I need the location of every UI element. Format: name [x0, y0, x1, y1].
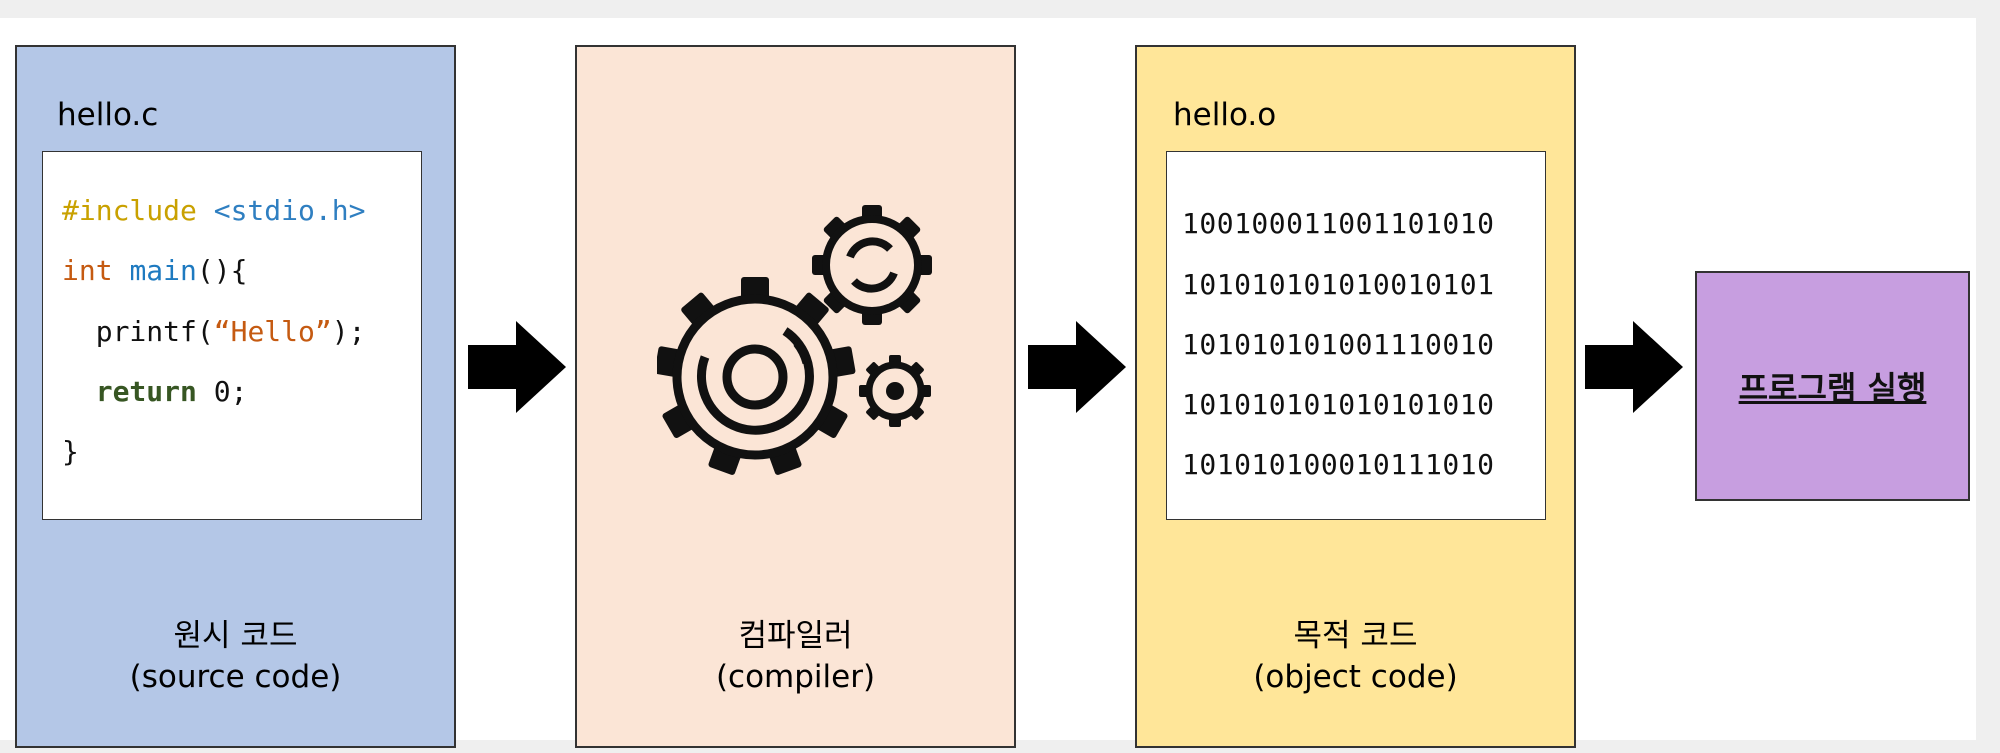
binary-line: 101010101001110010: [1182, 328, 1495, 361]
compiler-panel: 컴파일러 (compiler): [575, 45, 1016, 748]
binary-line: 101010101010101010: [1182, 388, 1495, 421]
gears-icon: [657, 205, 957, 517]
main-function-name: main: [129, 254, 197, 287]
arrow-right-icon: [1585, 321, 1683, 413]
source-caption-english: (source code): [129, 659, 342, 695]
source-caption-korean: 원시 코드: [173, 618, 298, 654]
binary-line: 100100011001101010: [1182, 207, 1495, 240]
source-file-name: hello.c: [57, 97, 159, 133]
object-file-name: hello.o: [1173, 97, 1277, 133]
main-signature-rest: (){: [196, 254, 248, 287]
printf-string: “Hello”: [213, 315, 332, 348]
code-line-include: #include <stdio.h>: [62, 194, 365, 227]
code-line-return: return 0;: [62, 375, 248, 408]
object-code-box: 100100011001101010 101010101010010101 10…: [1166, 151, 1546, 520]
code-line-close-brace: }: [62, 435, 79, 468]
printf-end: );: [331, 315, 366, 348]
return-indent: [62, 375, 96, 408]
program-execution-label: 프로그램 실행: [1738, 369, 1927, 407]
include-header: <stdio.h>: [213, 194, 366, 227]
binary-line: 101010100010111010: [1182, 448, 1495, 481]
printf-indent: [62, 315, 96, 348]
source-code-panel: hello.c #include <stdio.h> int main(){ p…: [15, 45, 456, 748]
arrow-right-icon: [468, 321, 566, 413]
return-keyword: return: [95, 375, 197, 408]
program-execution-box: 프로그램 실행: [1695, 271, 1970, 501]
object-caption-english: (object code): [1253, 659, 1458, 695]
code-line-main: int main(){: [62, 254, 247, 287]
object-caption-korean: 목적 코드: [1293, 618, 1418, 654]
compiler-caption-english: (compiler): [715, 659, 876, 695]
binary-line: 101010101010010101: [1182, 268, 1495, 301]
source-caption: 원시 코드 (source code): [17, 616, 454, 698]
printf-call: printf(: [95, 315, 214, 348]
compiler-caption: 컴파일러 (compiler): [577, 616, 1014, 698]
diagram-canvas: hello.c #include <stdio.h> int main(){ p…: [0, 18, 1976, 748]
compiler-caption-korean: 컴파일러: [738, 618, 853, 654]
object-caption: 목적 코드 (object code): [1137, 616, 1574, 698]
main-return-type: int: [62, 254, 113, 287]
include-directive: #include: [62, 194, 197, 227]
code-line-printf: printf(“Hello”);: [62, 315, 366, 348]
source-code-box: #include <stdio.h> int main(){ printf(“H…: [42, 151, 422, 520]
return-rest: 0;: [196, 375, 248, 408]
arrow-right-icon: [1028, 321, 1126, 413]
object-code-panel: hello.o 100100011001101010 1010101010100…: [1135, 45, 1576, 748]
